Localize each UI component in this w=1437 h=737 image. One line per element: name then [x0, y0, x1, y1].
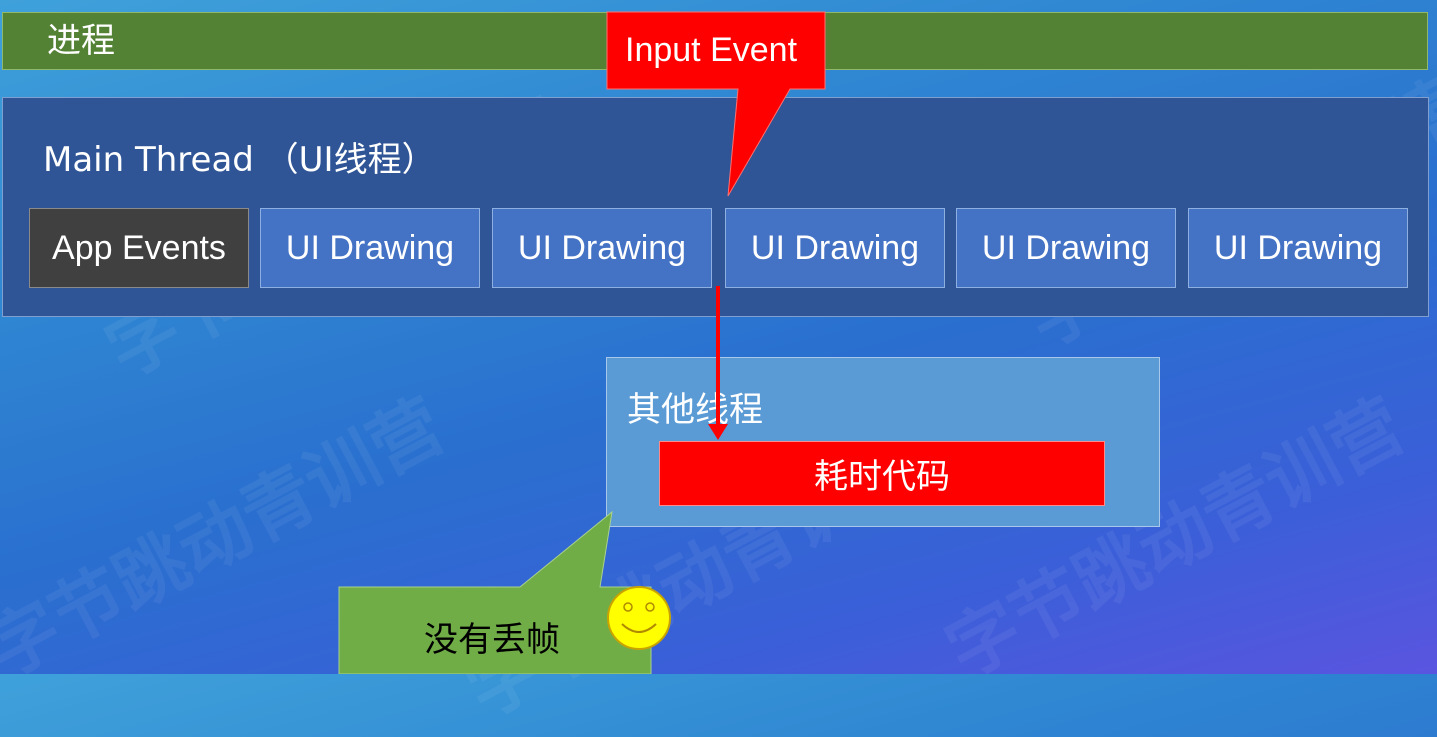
app-events-block: App Events	[29, 208, 249, 288]
input-event-callout-shape	[606, 11, 826, 197]
no-drop-label: 没有丢帧	[424, 620, 560, 660]
ui-drawing-block: UI Drawing	[492, 208, 712, 288]
smiley-face-icon	[607, 586, 671, 650]
main-thread-box: Main Thread （UI线程） App Events UI Drawing…	[2, 97, 1429, 317]
ui-drawing-block: UI Drawing	[260, 208, 480, 288]
down-arrow-icon	[708, 286, 728, 440]
callout-layer	[338, 11, 826, 674]
input-event-label: Input Event	[625, 31, 798, 69]
ui-drawing-block: UI Drawing	[1188, 208, 1408, 288]
process-label: 进程	[47, 21, 115, 61]
ui-drawing-block: UI Drawing	[725, 208, 945, 288]
no-drop-callout-shape	[338, 510, 652, 674]
heavy-code-block: 耗时代码	[659, 441, 1105, 506]
main-thread-label: Main Thread （UI线程）	[43, 140, 436, 180]
other-thread-box: 其他线程 耗时代码	[606, 357, 1160, 527]
ui-drawing-block: UI Drawing	[956, 208, 1176, 288]
other-thread-label: 其他线程	[627, 390, 763, 430]
